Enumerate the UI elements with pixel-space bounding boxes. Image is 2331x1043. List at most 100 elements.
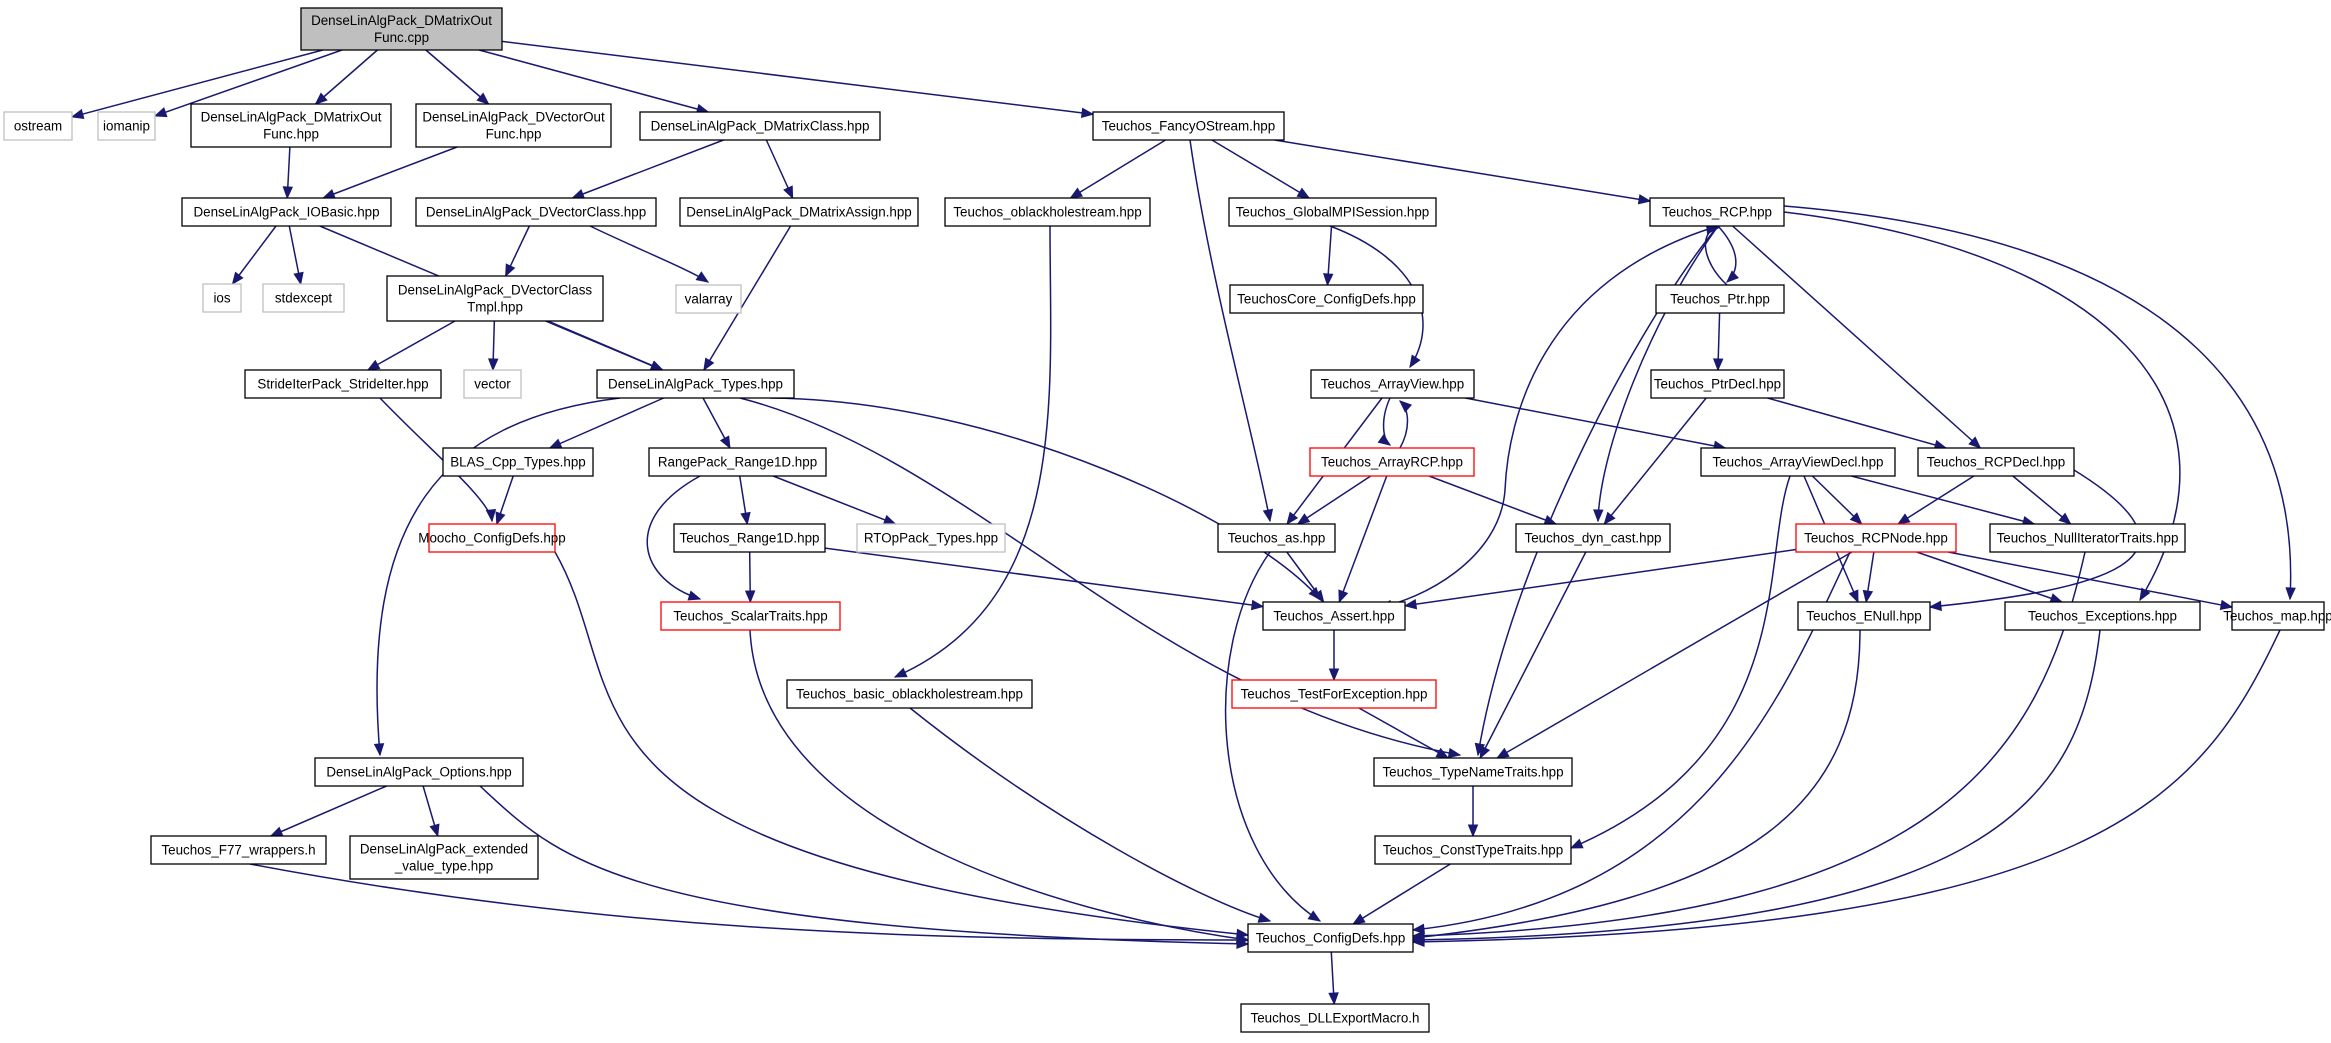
edge-dmclass-to-dvclass-arrowhead xyxy=(571,188,586,199)
node-dllexport[interactable]: Teuchos_DLLExportMacro.h xyxy=(1240,1003,1430,1033)
node-scalartraits[interactable]: Teuchos_ScalarTraits.hpp xyxy=(660,601,841,631)
edge-nulliter-to-configdefs-line xyxy=(1412,551,2086,937)
edge-typename-to-consttype-arrowhead xyxy=(1467,824,1479,838)
node-coreconfig-box xyxy=(1229,284,1424,314)
edge-types-to-options-arrowhead xyxy=(373,743,385,757)
node-fancy[interactable]: Teuchos_FancyOStream.hpp xyxy=(1092,111,1285,141)
node-dmassign[interactable]: DenseLinAlgPack_DMatrixAssign.hpp xyxy=(679,197,919,227)
node-range1d-label: RangePack_Range1D.hpp xyxy=(658,455,817,470)
edge-types-to-blas-line xyxy=(549,397,664,449)
node-valarray[interactable]: valarray xyxy=(675,284,742,314)
edge-dmclass-to-dvclass xyxy=(571,139,724,199)
node-gmpi[interactable]: Teuchos_GlobalMPISession.hpp xyxy=(1228,197,1437,227)
node-ptr-label: Teuchos_Ptr.hpp xyxy=(1670,292,1770,307)
edge-fancy-to-as-line xyxy=(1189,139,1271,522)
node-scalartraits-label: Teuchos_ScalarTraits.hpp xyxy=(673,609,827,624)
node-ptr[interactable]: Teuchos_Ptr.hpp xyxy=(1655,284,1785,314)
edge-map-to-configdefs xyxy=(1411,629,2281,948)
node-dmof_hpp-label: DenseLinAlgPack_DMatrixOut xyxy=(201,110,382,125)
node-vector[interactable]: vector xyxy=(463,369,522,399)
node-assert[interactable]: Teuchos_Assert.hpp xyxy=(1262,601,1406,631)
edge-arrayrcp-to-dyncast-line xyxy=(1428,475,1557,525)
node-configdefs[interactable]: Teuchos_ConfigDefs.hpp xyxy=(1247,923,1414,953)
edge-dvclass-to-valarray-arrowhead xyxy=(695,271,710,283)
node-dmclass[interactable]: DenseLinAlgPack_DMatrixClass.hpp xyxy=(639,111,881,141)
node-ptrdecl[interactable]: Teuchos_PtrDecl.hpp xyxy=(1650,369,1785,399)
node-consttype[interactable]: Teuchos_ConstTypeTraits.hpp xyxy=(1374,835,1572,865)
edge-rcpnode-to-map-arrowhead xyxy=(2219,599,2234,611)
node-blas[interactable]: BLAS_Cpp_Types.hpp xyxy=(442,447,594,477)
node-basicoblack[interactable]: Teuchos_basic_oblackholestream.hpp xyxy=(786,679,1033,709)
node-as[interactable]: Teuchos_as.hpp xyxy=(1217,523,1336,553)
edge-configdefs-to-dllexport-arrowhead xyxy=(1328,992,1339,1006)
edge-types-to-assert-line xyxy=(769,397,1321,600)
node-strideiter[interactable]: StrideIterPack_StrideIter.hpp xyxy=(244,369,442,399)
node-dvtmpl-box xyxy=(386,275,604,322)
node-dvclass[interactable]: DenseLinAlgPack_DVectorClass.hpp xyxy=(415,197,657,227)
node-types[interactable]: DenseLinAlgPack_Types.hpp xyxy=(596,369,795,399)
node-iomanip[interactable]: iomanip xyxy=(97,111,156,141)
node-root-label: DenseLinAlgPack_DMatrixOut xyxy=(311,13,492,28)
node-valarray-label: valarray xyxy=(685,292,733,307)
edge-exceptions-to-configdefs xyxy=(1411,629,2101,946)
node-typename[interactable]: Teuchos_TypeNameTraits.hpp xyxy=(1373,757,1573,787)
node-rcpnode[interactable]: Teuchos_RCPNode.hpp xyxy=(1795,523,1957,553)
edge-iobasic-to-ios-line xyxy=(231,225,277,285)
edge-root-to-dmclass-line xyxy=(478,49,709,113)
edge-rcp-to-typename-line xyxy=(1477,225,1719,756)
node-basicoblack-label: Teuchos_basic_oblackholestream.hpp xyxy=(796,687,1023,702)
edge-arrayviewdecl-to-consttype-arrowhead xyxy=(1569,838,1584,849)
node-iobasic[interactable]: DenseLinAlgPack_IOBasic.hpp xyxy=(181,197,392,227)
node-f77[interactable]: Teuchos_F77_wrappers.h xyxy=(150,835,327,865)
node-dvtmpl-label: Tmpl.hpp xyxy=(467,300,523,315)
node-map[interactable]: Teuchos_map.hpp xyxy=(2223,601,2331,631)
edge-dmassign-to-types xyxy=(703,225,792,372)
node-options[interactable]: DenseLinAlgPack_Options.hpp xyxy=(314,757,524,787)
node-trange1d[interactable]: Teuchos_Range1D.hpp xyxy=(673,523,826,553)
node-stdexcept[interactable]: stdexcept xyxy=(262,283,345,313)
edge-rcp-to-ptr-arrowhead xyxy=(1726,270,1740,283)
node-dyncast[interactable]: Teuchos_dyn_cast.hpp xyxy=(1515,523,1671,553)
node-rcpdecl[interactable]: Teuchos_RCPDecl.hpp xyxy=(1917,447,2075,477)
edge-dvof_hpp-to-iobasic xyxy=(322,146,458,199)
node-iobasic-box xyxy=(181,197,392,227)
node-ostream[interactable]: ostream xyxy=(3,111,73,141)
edge-rcpnode-to-typename-arrowhead xyxy=(1495,747,1510,759)
node-arrayview[interactable]: Teuchos_ArrayView.hpp xyxy=(1310,369,1475,399)
node-as-box xyxy=(1217,523,1336,553)
edge-basicoblack-to-configdefs xyxy=(909,707,1272,923)
edge-rcp-to-map-arrowhead xyxy=(2285,587,2296,601)
node-arrayviewdecl[interactable]: Teuchos_ArrayViewDecl.hpp xyxy=(1700,447,1896,477)
edge-testforexc-to-typename-line xyxy=(1358,707,1449,759)
edge-root-to-dmof_hpp-line xyxy=(315,49,378,105)
edge-rcpdecl-to-nulliter-line xyxy=(2012,475,2072,525)
node-nulliter[interactable]: Teuchos_NullIteratorTraits.hpp xyxy=(1989,523,2186,553)
node-rtop[interactable]: RTOpPack_Types.hpp xyxy=(856,523,1006,553)
node-coreconfig[interactable]: TeuchosCore_ConfigDefs.hpp xyxy=(1229,284,1424,314)
edge-moocho-to-configdefs xyxy=(554,551,1250,940)
node-oblack[interactable]: Teuchos_oblackholestream.hpp xyxy=(944,197,1151,227)
edge-options-to-extvalue xyxy=(422,785,440,838)
node-rtop-label: RTOpPack_Types.hpp xyxy=(864,531,998,546)
edge-types-to-blas-arrowhead xyxy=(548,438,563,449)
node-arrayrcp[interactable]: Teuchos_ArrayRCP.hpp xyxy=(1309,447,1475,477)
edge-rcpnode-to-configdefs xyxy=(1411,551,1851,935)
node-assert-label: Teuchos_Assert.hpp xyxy=(1273,609,1394,624)
edge-fancy-to-oblack-arrowhead xyxy=(1069,187,1084,199)
node-testforexc[interactable]: Teuchos_TestForException.hpp xyxy=(1231,679,1437,709)
node-dmassign-box xyxy=(679,197,919,227)
node-extvalue-label: DenseLinAlgPack_extended xyxy=(360,842,528,857)
node-range1d[interactable]: RangePack_Range1D.hpp xyxy=(648,447,827,477)
node-enull[interactable]: Teuchos_ENull.hpp xyxy=(1797,601,1931,631)
node-dmof_hpp-label: Func.hpp xyxy=(263,127,319,142)
edge-rcpnode-to-configdefs-line xyxy=(1412,551,1851,931)
node-extvalue[interactable]: DenseLinAlgPack_extended_value_type.hpp xyxy=(349,835,539,880)
node-rcp[interactable]: Teuchos_RCP.hpp xyxy=(1649,197,1785,227)
node-exceptions[interactable]: Teuchos_Exceptions.hpp xyxy=(2004,601,2201,631)
node-moocho[interactable]: Moocho_ConfigDefs.hpp xyxy=(418,523,566,553)
node-ios[interactable]: ios xyxy=(202,283,242,313)
